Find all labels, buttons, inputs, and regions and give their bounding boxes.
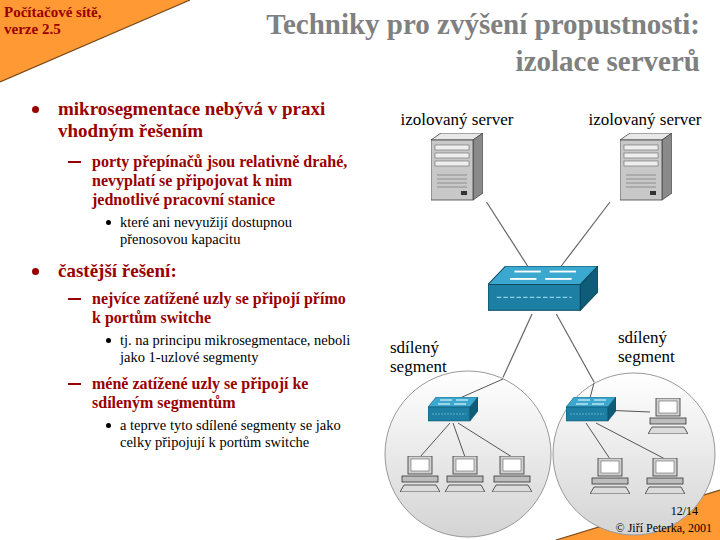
segment-label: sdílený segment	[390, 338, 470, 376]
drawing-part	[453, 423, 465, 457]
segment-outline	[553, 373, 715, 535]
bullet-item: mikrosegmentace nebývá v praxi vhodným ř…	[0, 98, 380, 142]
course-label: Počítačové sítě, verze 2.5	[4, 4, 132, 38]
segment-outline	[384, 370, 552, 538]
bullet-item: méně zatížené uzly se připojí ke sdílený…	[0, 374, 380, 412]
bullet-dot	[106, 220, 111, 225]
node-label: izolovaný server	[589, 110, 702, 129]
workstation-icon	[648, 398, 688, 434]
bullet-dash	[68, 298, 81, 300]
bullet-item: tj. na principu mikrosegmentace, neboli …	[0, 332, 380, 366]
bullet-text: porty přepínačů jsou relativně drahé, ne…	[92, 152, 354, 209]
node-label: izolovaný server	[401, 110, 514, 129]
course-label-holder: Počítačové sítě, verze 2.5	[4, 4, 132, 38]
link-line	[556, 314, 594, 382]
server-node: izolovaný server	[580, 110, 710, 202]
link-line	[503, 314, 532, 378]
segment-wires	[420, 379, 665, 459]
workstation-icon	[645, 458, 685, 494]
link-line	[561, 202, 610, 266]
drawing-part	[458, 423, 512, 457]
server-node: izolovaný server	[392, 110, 522, 202]
drawing-part	[602, 410, 650, 412]
bullet-text: méně zatížené uzly se připojí ke sdílený…	[92, 374, 354, 412]
bullet-item: porty přepínačů jsou relativně drahé, ne…	[0, 152, 380, 209]
bullet-item: a teprve tyto sdílené segmenty se jako c…	[0, 417, 380, 451]
page-number: 12/14	[671, 504, 698, 518]
slide-title: Techniky pro zvýšení propustnosti: izola…	[200, 6, 700, 80]
segment-circle: sdílený segment	[384, 370, 552, 538]
hub-icon	[566, 397, 616, 421]
workstation-icon	[590, 458, 630, 494]
bullet-text: nejvíce zatížené uzly se připojí přímo k…	[92, 289, 354, 327]
bullet-dash	[68, 383, 81, 385]
bullet-dot	[106, 423, 111, 428]
server-icon	[620, 133, 672, 200]
switch-icon	[488, 266, 598, 310]
bullet-dash	[68, 161, 81, 163]
bullet-dot	[32, 268, 39, 275]
bullet-text: tj. na principu mikrosegmentace, neboli …	[120, 332, 358, 366]
bullet-text: a teprve tyto sdílené segmenty se jako c…	[120, 417, 358, 451]
bullet-item: nejvíce zatížené uzly se připojí přímo k…	[0, 289, 380, 327]
title-holder: Techniky pro zvýšení propustnosti: izola…	[200, 6, 700, 80]
hub-icon	[428, 397, 478, 421]
server-icon	[431, 133, 483, 200]
switch-node	[488, 266, 598, 314]
bullet-item: které ani nevyužijí dostupnou přenosovou…	[0, 214, 380, 248]
bullet-text: mikrosegmentace nebývá v praxi vhodným ř…	[58, 98, 350, 142]
bullet-list: mikrosegmentace nebývá v praxi vhodným ř…	[0, 98, 380, 451]
corner-band	[0, 0, 190, 82]
link-line	[487, 202, 528, 266]
workstation-icon	[400, 456, 440, 492]
workstation-icon	[445, 456, 485, 492]
drawing-part	[460, 379, 503, 398]
corner-edge	[0, 0, 190, 82]
bullet-dot	[106, 338, 111, 343]
bullet-item: častější řešení:	[0, 260, 380, 282]
segment-outline	[385, 371, 551, 537]
page-number-holder: 12/14	[671, 504, 698, 518]
segment-label: sdílený segment	[618, 328, 698, 366]
copyright-note-holder: © Jiří Peterka, 2001	[616, 521, 712, 535]
drawing-part	[596, 423, 665, 459]
workstation-icon	[492, 456, 532, 492]
drawing-part	[590, 383, 594, 398]
bullet-dot	[32, 106, 39, 113]
drawing-part	[586, 423, 610, 459]
bullet-text: které ani nevyužijí dostupnou přenosovou…	[120, 214, 358, 248]
drawing-part	[420, 423, 450, 457]
bullet-text: častější řešení:	[58, 260, 350, 282]
copyright-note: © Jiří Peterka, 2001	[616, 521, 712, 535]
